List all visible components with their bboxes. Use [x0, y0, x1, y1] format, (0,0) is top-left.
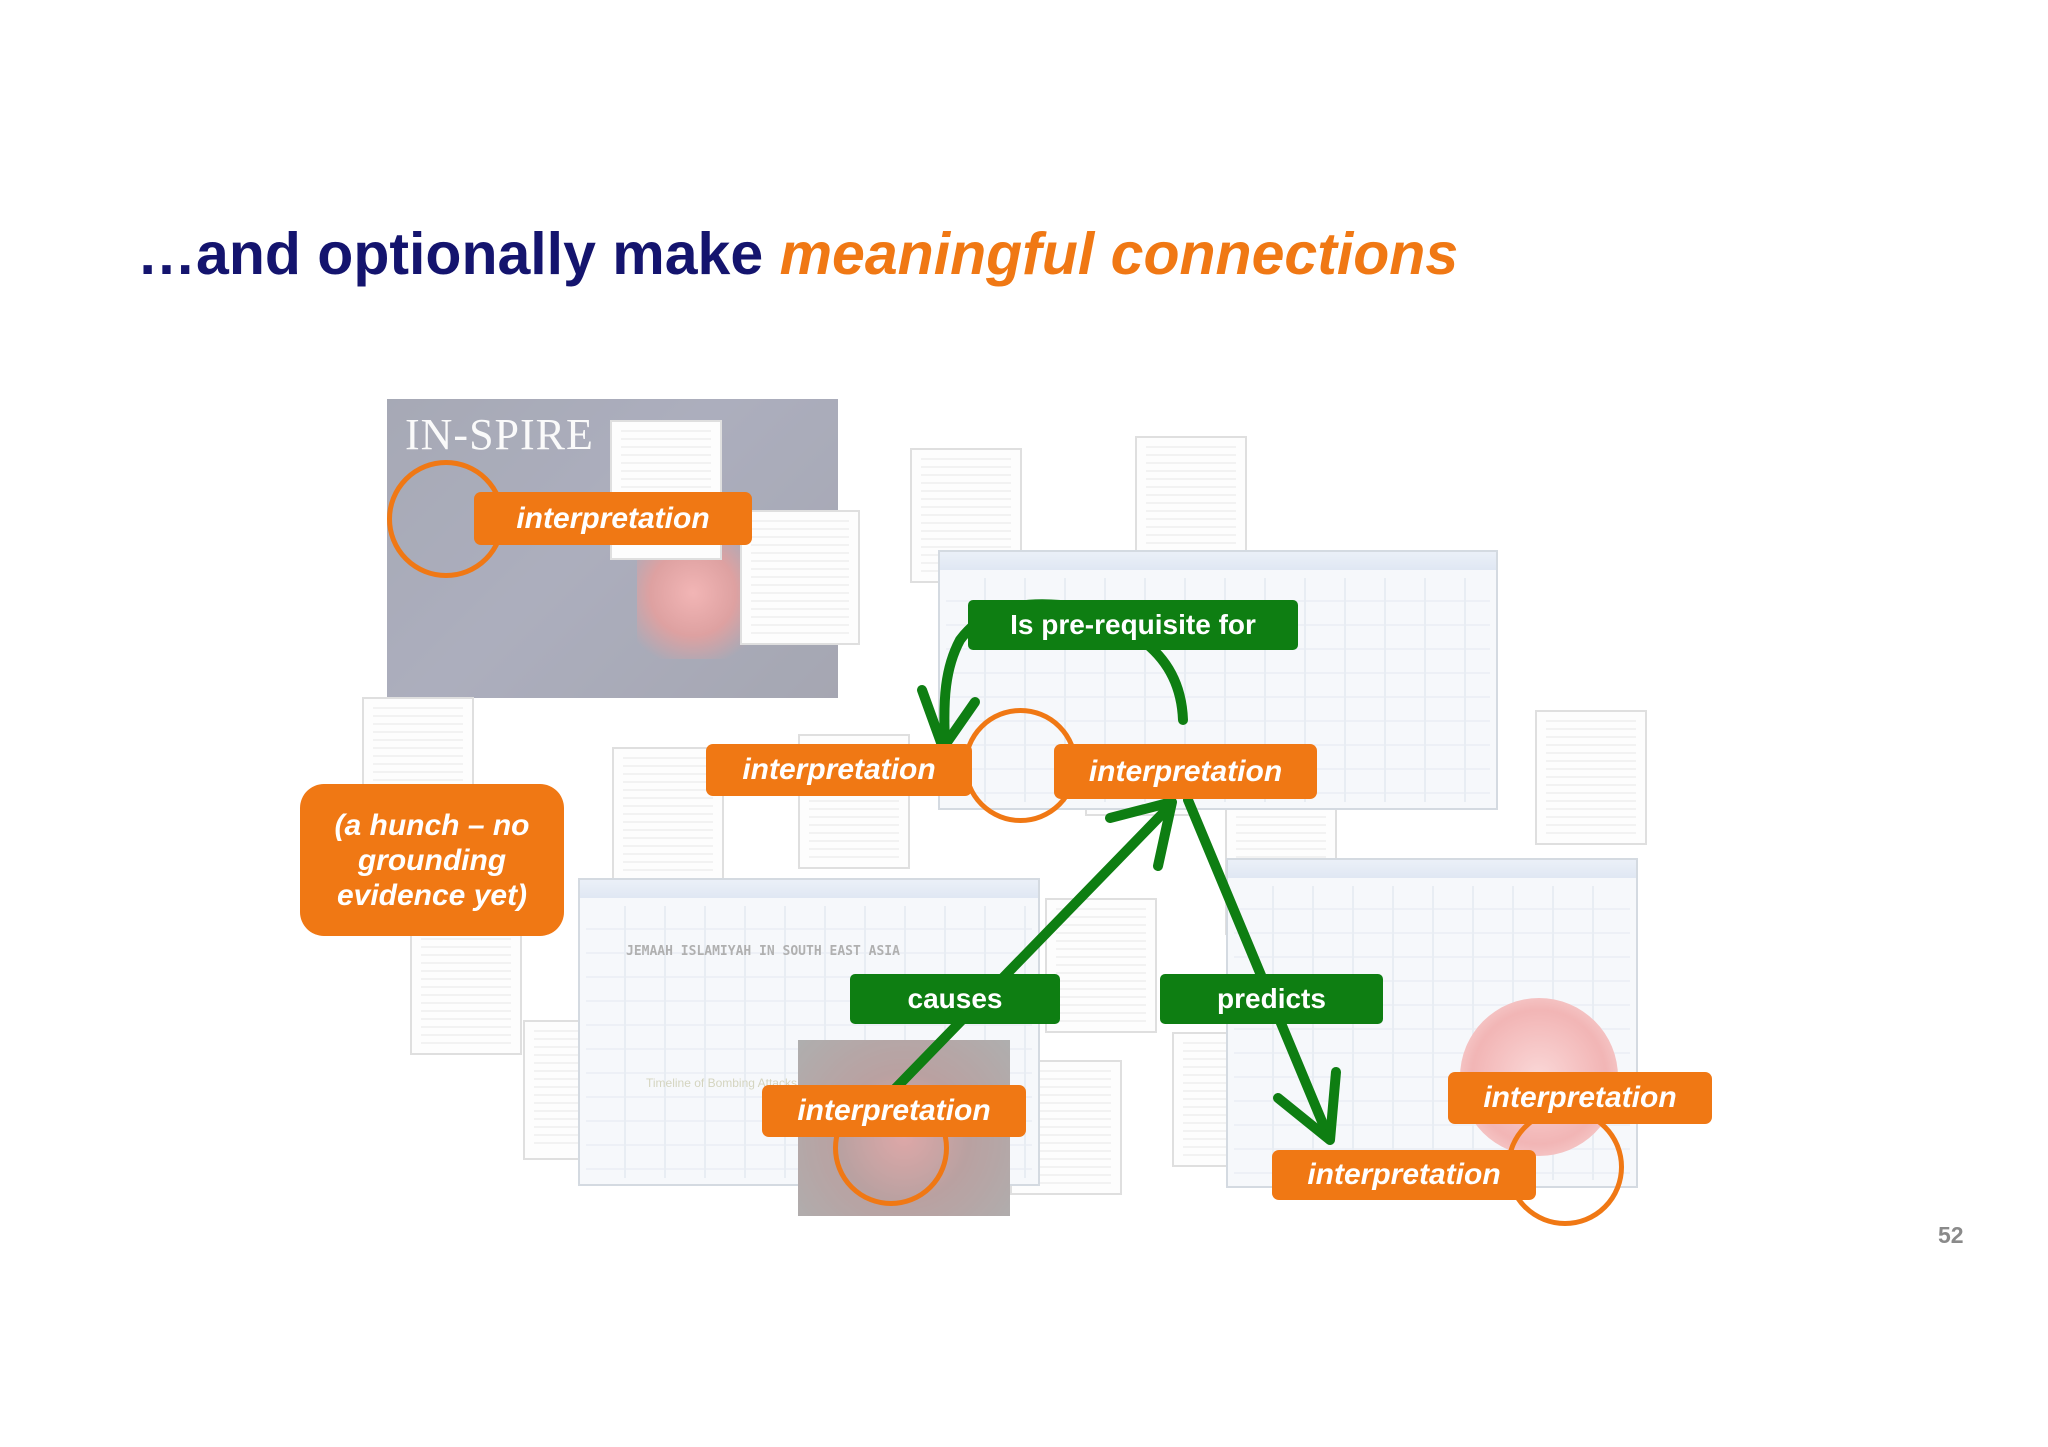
predicts-arrow-path: [1183, 795, 1333, 1141]
relation-prerequisite-label: Is pre-requisite for: [968, 600, 1298, 650]
causes-arrowhead: [1105, 797, 1177, 871]
timeline-subheading: Timeline of Bombing Attacks: [646, 1076, 797, 1090]
document-thumbnail: [612, 747, 724, 882]
page-number: 52: [1938, 1222, 1964, 1248]
relation-causes-label: causes: [850, 974, 1060, 1024]
document-thumbnail: [740, 510, 860, 645]
interpretation-label: interpretation: [1448, 1072, 1712, 1124]
hunch-callout: (a hunch – no grounding evidence yet): [300, 784, 564, 936]
inspire-landscape-blob: [637, 539, 777, 659]
document-thumbnail: [1010, 1060, 1122, 1195]
inspire-logo: IN-SPIRE: [405, 410, 594, 459]
interpretation-label: interpretation: [474, 492, 752, 545]
causes-arrow-path: [885, 803, 1173, 1099]
timeline-heading: JEMAAH ISLAMIYAH IN SOUTH EAST ASIA: [626, 944, 900, 959]
document-thumbnail: [910, 448, 1022, 583]
relation-predicts-label: predicts: [1160, 974, 1383, 1024]
title-accent: meaningful connections: [779, 221, 1459, 287]
interpretation-label: interpretation: [1272, 1150, 1536, 1200]
document-thumbnail: [1135, 436, 1247, 571]
interpretation-label: interpretation: [762, 1085, 1026, 1137]
interpretation-label: interpretation: [1054, 744, 1317, 799]
document-thumbnail: [410, 920, 522, 1055]
slide-title: …and optionally make meaningful connecti…: [137, 220, 1458, 288]
title-plain: …and optionally make: [137, 221, 780, 287]
interpretation-label: interpretation: [706, 744, 972, 796]
predicts-arrowhead: [1273, 1067, 1341, 1145]
document-thumbnail: [1346, 570, 1458, 715]
document-thumbnail: [1535, 710, 1647, 845]
document-thumbnail: [1045, 898, 1157, 1033]
document-thumbnail: [1172, 1032, 1284, 1167]
document-thumbnail: [523, 1020, 635, 1160]
